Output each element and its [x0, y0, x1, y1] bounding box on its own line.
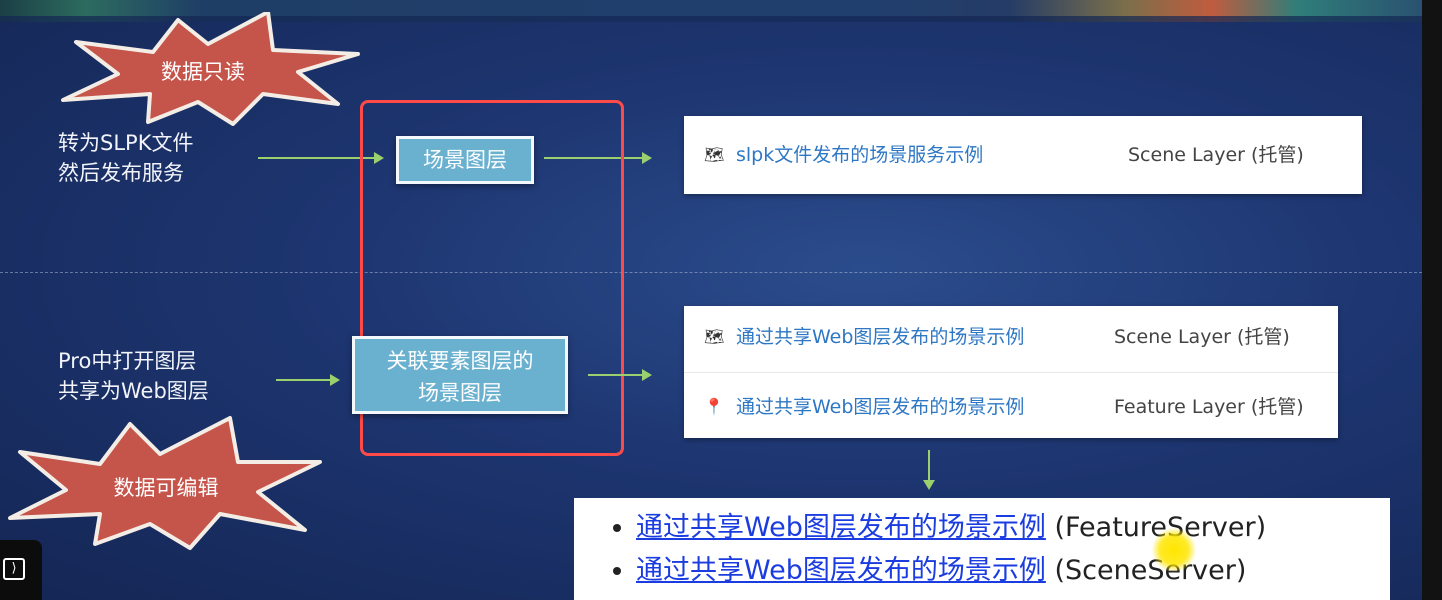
down-arrow: [923, 450, 935, 490]
row1-service-link[interactable]: slpk文件发布的场景服务示例: [736, 144, 984, 166]
row1-service-type: Scene Layer (托管): [1128, 144, 1304, 166]
row2-service-item-scene[interactable]: 🗺 通过共享Web图层发布的场景示例 Scene Layer (托管): [684, 306, 1338, 373]
scene-layer-box: 场景图层: [396, 136, 534, 184]
row1-arrow-left: [258, 152, 384, 164]
service-links-panel: 通过共享Web图层发布的场景示例 (FeatureServer) 通过共享Web…: [574, 498, 1390, 600]
scene-server-suffix: (SceneServer): [1054, 555, 1247, 586]
row2-line1: Pro中打开图层: [58, 349, 197, 373]
starburst-read-only: [61, 12, 360, 126]
row1-arrow-right: [544, 152, 652, 164]
banner-strip: [0, 0, 1442, 22]
row2-service-card: 🗺 通过共享Web图层发布的场景示例 Scene Layer (托管) 📍 通过…: [684, 306, 1338, 438]
row2-feature-link[interactable]: 通过共享Web图层发布的场景示例: [736, 396, 1025, 418]
service-link-item: 通过共享Web图层发布的场景示例 (FeatureServer): [636, 506, 1390, 549]
row2-line2: 共享为Web图层: [58, 379, 209, 403]
row2-description: Pro中打开图层 共享为Web图层: [58, 346, 209, 406]
row1-service-item[interactable]: 🗺 slpk文件发布的场景服务示例 Scene Layer (托管): [684, 116, 1362, 194]
row1-service-card: 🗺 slpk文件发布的场景服务示例 Scene Layer (托管): [684, 116, 1362, 194]
editable-label: 数据可编辑: [113, 476, 219, 500]
feature-server-link[interactable]: 通过共享Web图层发布的场景示例: [636, 512, 1046, 543]
row2-service-item-feature[interactable]: 📍 通过共享Web图层发布的场景示例 Feature Layer (托管): [684, 372, 1338, 438]
service-link-item: 通过共享Web图层发布的场景示例 (SceneServer): [636, 549, 1390, 592]
expand-icon: ⟩: [3, 558, 25, 580]
starburst-editable: [8, 416, 322, 550]
feature-layer-icon: 📍: [704, 397, 724, 416]
scene-layer-icon: 🗺: [704, 327, 725, 346]
player-control-button[interactable]: ⟩: [0, 540, 42, 600]
row2-arrow-right: [588, 369, 652, 381]
row1-line2: 然后发布服务: [58, 161, 184, 185]
row2-arrow-left: [276, 374, 340, 386]
scene-server-link[interactable]: 通过共享Web图层发布的场景示例: [636, 555, 1046, 586]
associated-box-line1: 关联要素图层的: [386, 349, 534, 373]
row2-scene-link[interactable]: 通过共享Web图层发布的场景示例: [736, 326, 1025, 348]
cursor-highlight: [1152, 528, 1196, 572]
scene-layer-icon: 🗺: [704, 145, 725, 164]
associated-box-line2: 场景图层: [418, 381, 502, 405]
highlight-rectangle: [360, 100, 624, 456]
row2-scene-type: Scene Layer (托管): [1114, 326, 1290, 348]
associated-scene-layer-box: 关联要素图层的 场景图层: [352, 336, 568, 414]
row1-line1: 转为SLPK文件: [58, 131, 194, 155]
read-only-label: 数据只读: [161, 60, 245, 84]
section-divider: [0, 272, 1422, 273]
row2-feature-type: Feature Layer (托管): [1114, 396, 1304, 418]
window-edge: [1422, 0, 1442, 600]
row1-description: 转为SLPK文件 然后发布服务: [58, 128, 193, 188]
scene-layer-box-label: 场景图层: [423, 148, 507, 172]
